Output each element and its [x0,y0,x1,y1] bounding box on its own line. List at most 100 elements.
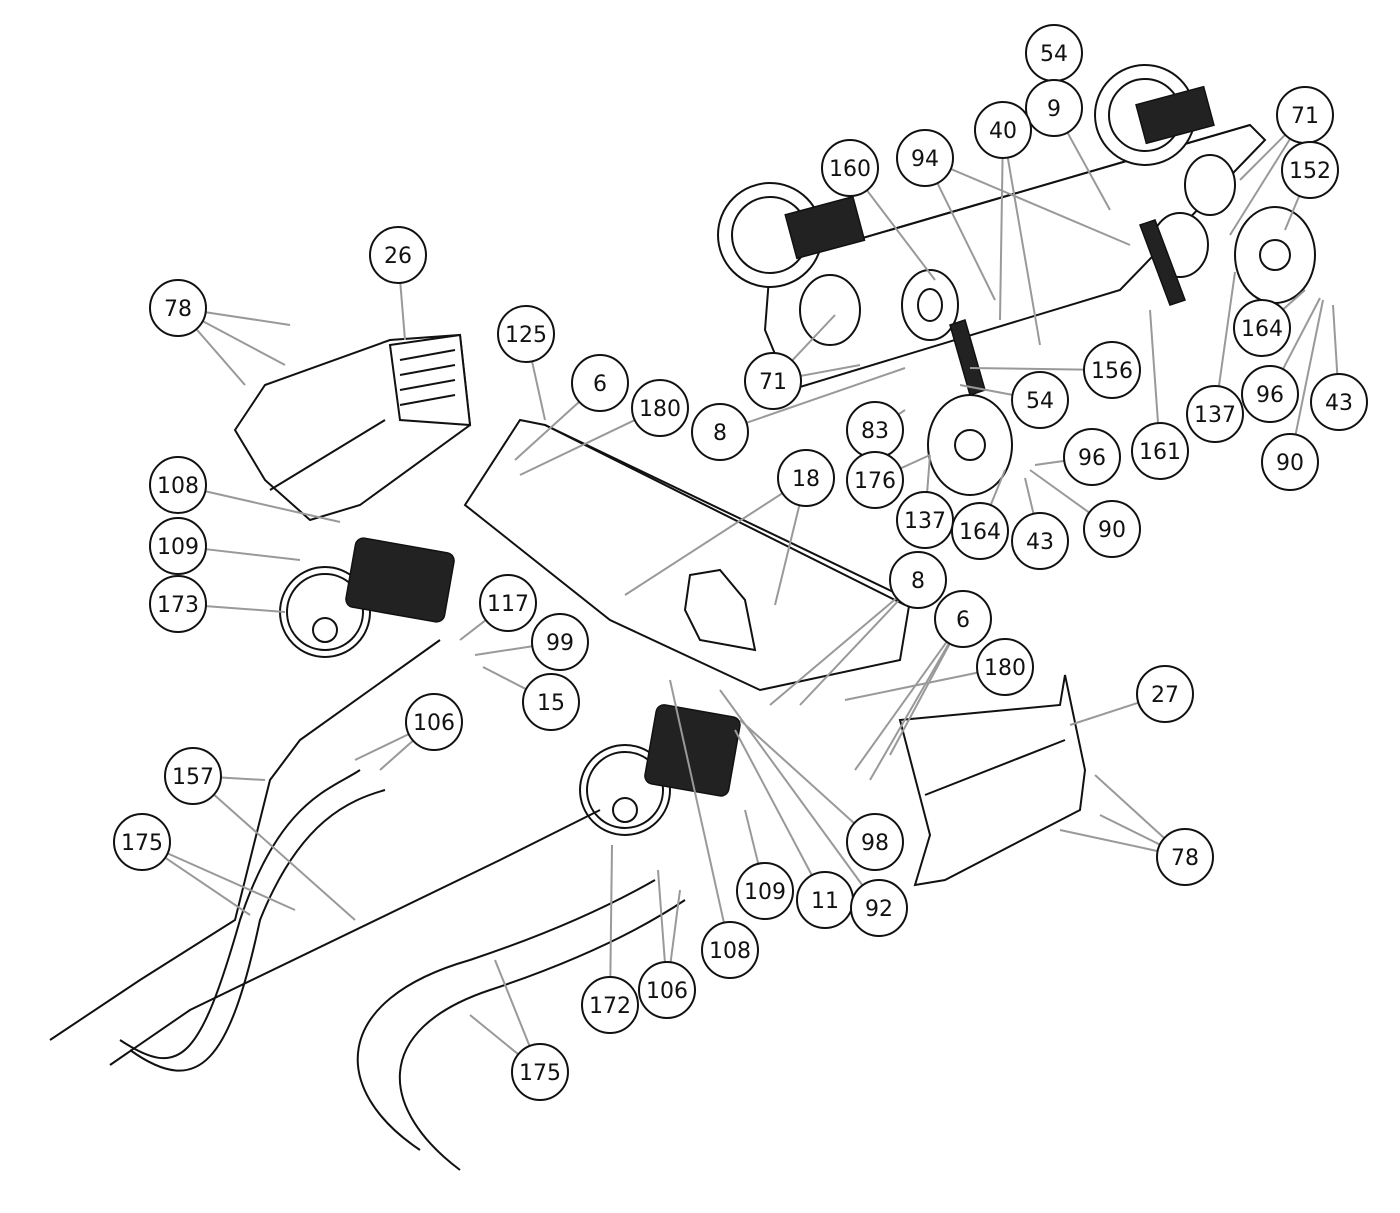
callout-8: 8 [889,551,947,609]
leader-line [379,739,414,771]
leader-line [514,401,580,461]
leader-line [354,733,410,761]
callout-83: 83 [846,401,904,459]
callout-96: 96 [1063,428,1121,486]
callout-164: 164 [951,502,1009,560]
callout-number: 6 [956,608,970,633]
leader-line [869,642,950,781]
leader-line [969,367,1085,371]
leader-line [205,311,291,326]
leader-line [1024,477,1035,514]
leader-line [1006,157,1041,346]
callout-98: 98 [846,813,904,871]
callout-circle [581,976,639,1034]
callout-circle [1131,422,1189,480]
callout-number: 109 [157,535,199,560]
callout-circle [896,491,954,549]
callout-circle [976,638,1034,696]
leader-line [950,168,1131,246]
callout-circle [522,673,580,731]
leader-line [854,641,948,771]
leader-line [1069,701,1139,726]
callout-circle [149,279,207,337]
callout-number: 180 [639,397,681,422]
callout-number: 71 [1291,104,1319,129]
callout-number: 152 [1289,159,1331,184]
callout-number: 108 [709,939,751,964]
callout-number: 164 [959,520,1001,545]
rear-right-wheel-motor [1094,64,1215,166]
callout-137: 137 [1186,385,1244,443]
leader-line [719,689,864,886]
callout-circle [369,226,427,284]
callout-18: 18 [777,449,835,507]
callout-circle [113,813,171,871]
callout-number: 43 [1325,391,1353,416]
callout-15: 15 [522,673,580,731]
callout-96: 96 [1241,365,1299,423]
pulleys [799,154,1316,496]
callout-54: 54 [1011,371,1069,429]
callout-circle [896,129,954,187]
callout-number: 157 [172,765,214,790]
callout-circle [1083,341,1141,399]
callout-number: 180 [984,656,1026,681]
callout-108: 108 [701,921,759,979]
callout-152: 152 [1281,141,1339,199]
callout-number: 83 [861,419,889,444]
callout-circle [571,354,629,412]
callout-number: 175 [519,1061,561,1086]
leader-line [1066,132,1111,211]
callout-161: 161 [1131,422,1189,480]
leader-line [519,419,636,476]
callout-78: 78 [149,279,207,337]
callout-circle [1261,433,1319,491]
leader-line [1217,271,1236,387]
callout-92: 92 [850,879,908,937]
leader-line [669,889,681,963]
callout-number: 176 [854,469,896,494]
leader-line [769,597,898,706]
callout-number: 137 [1194,403,1236,428]
callout-number: 164 [1241,317,1283,342]
callout-54: 54 [1025,24,1083,82]
leader-line [205,490,341,523]
leader-line [1034,459,1065,466]
callout-circle [479,574,537,632]
callout-180: 180 [631,379,689,437]
callout-circle [1310,373,1368,431]
callout-number: 92 [865,897,893,922]
callout-circle [405,693,463,751]
callout-71: 71 [744,352,802,410]
callout-circle [531,613,589,671]
callout-number: 99 [546,631,574,656]
leader-line [164,856,251,916]
callout-8: 8 [691,403,749,461]
callout-number: 54 [1040,42,1068,67]
callout-number: 108 [157,474,199,499]
leader-line [926,454,931,493]
leader-line [195,328,246,386]
leader-line [959,384,1013,396]
leader-line [774,504,801,606]
callout-circle [1136,665,1194,723]
callout-175: 175 [113,813,171,871]
callout-6: 6 [934,590,992,648]
callout-number: 71 [759,370,787,395]
leader-line [744,809,760,865]
leader-line [799,599,900,706]
callout-circle [511,1043,569,1101]
callout-number: 26 [384,244,412,269]
callout-43: 43 [1011,512,1069,570]
callout-90: 90 [1261,433,1319,491]
leader-line [800,364,861,377]
leader-line [202,320,286,366]
callout-number: 40 [989,119,1017,144]
callout-circle [951,502,1009,560]
callout-number: 106 [413,711,455,736]
callout-number: 172 [589,994,631,1019]
leader-line [167,852,296,911]
leader-line [844,671,978,701]
